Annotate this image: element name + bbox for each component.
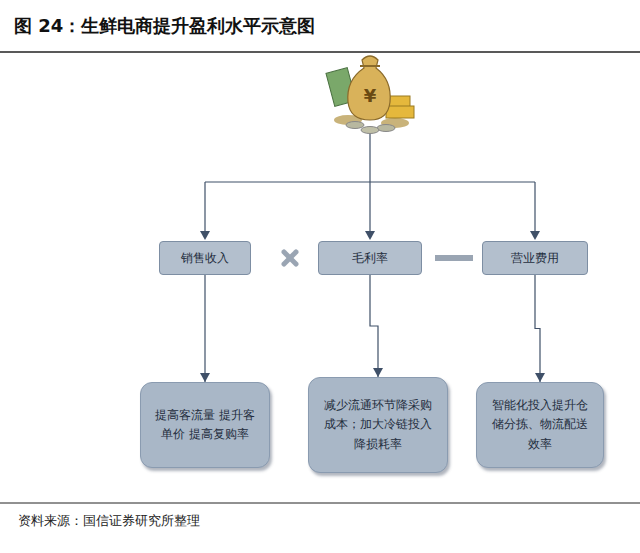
measure-box: 减少流通环节降采购成本；加大冷链投入降损耗率 [308, 377, 448, 473]
feed-arrowheads [200, 231, 540, 240]
factor-box: 销售收入 [159, 241, 251, 275]
multiply-symbol [284, 252, 296, 264]
factor-box: 营业费用 [482, 241, 588, 275]
feed-lines [205, 134, 535, 232]
box-label: 毛利率 [352, 250, 388, 267]
connector-arrow [535, 275, 545, 382]
box-label: 销售收入 [181, 250, 229, 267]
minus-symbol [435, 255, 473, 261]
box-label: 营业费用 [511, 250, 559, 267]
title-rule [0, 51, 640, 53]
svg-text:¥: ¥ [364, 85, 377, 106]
box-label: 提高客流量 提升客单价 提高复购率 [153, 406, 257, 444]
box-label: 智能化投入提升仓储分拣、物流配送效率 [489, 396, 591, 454]
box-label: 减少流通环节降采购成本；加大冷链投入降损耗率 [321, 396, 435, 454]
money-bag: ¥ [326, 56, 414, 134]
caption-rule [0, 503, 640, 504]
connector-arrow [200, 275, 210, 382]
connector-arrow [370, 275, 383, 377]
source-note: 资料来源：国信证券研究所整理 [18, 512, 200, 530]
measure-box: 智能化投入提升仓储分拣、物流配送效率 [476, 382, 604, 468]
factor-box: 毛利率 [318, 241, 422, 275]
figure-title: 图 24：生鲜电商提升盈利水平示意图 [14, 14, 315, 38]
measure-box: 提高客流量 提升客单价 提高复购率 [140, 382, 270, 468]
